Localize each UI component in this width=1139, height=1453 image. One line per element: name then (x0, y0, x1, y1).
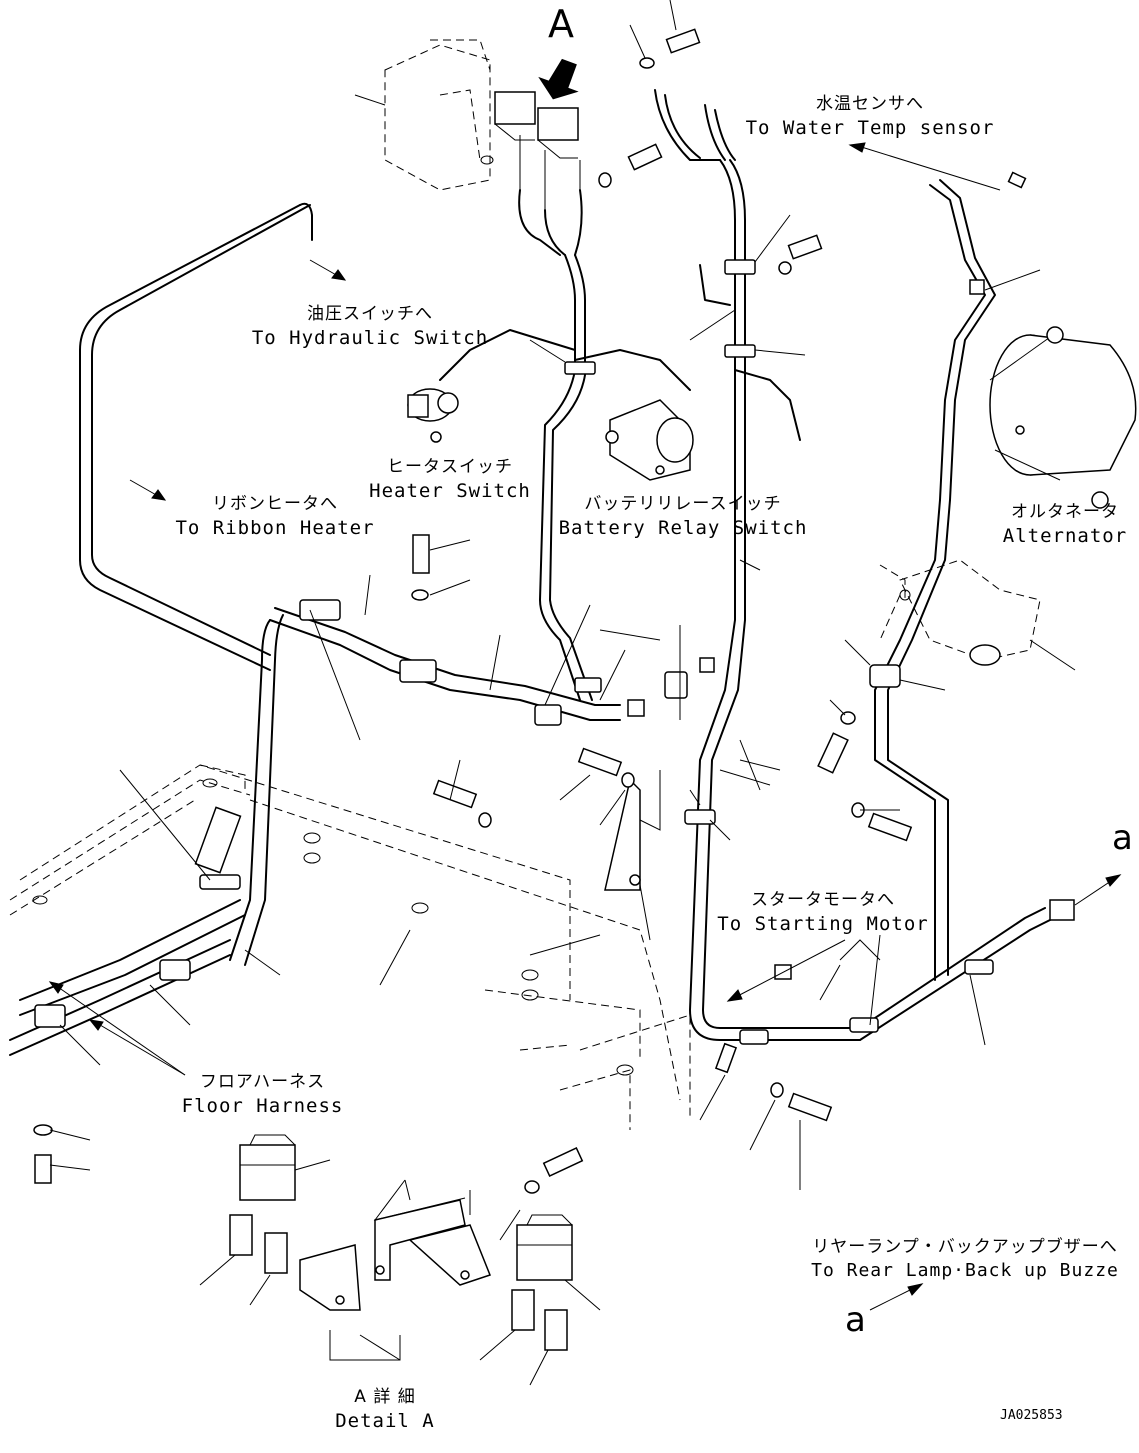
support-bracket (604, 770, 661, 891)
label-hydraulic-switch: 油圧スイッチへ To Hydraulic Switch (240, 302, 500, 350)
direction-arrows (48, 142, 1122, 1311)
label-ribbon-heater: リボンヒータへ To Ribbon Heater (160, 492, 390, 540)
ref-mark-a-right: a (1112, 818, 1133, 858)
label-detail-jp: A 詳 細 (354, 1387, 416, 1407)
label-battery-relay-switch: バッテリリレースイッチ Battery Relay Switch (548, 492, 818, 540)
bolt-top (629, 0, 701, 69)
alternator (989, 326, 1137, 509)
label-detail-a: A 詳 細 Detail A (320, 1385, 450, 1433)
hydraulic-switch-block (354, 39, 494, 191)
label-detail-en: Detail A (335, 1410, 435, 1432)
label-heater-switch-jp: ヒータスイッチ (387, 457, 513, 477)
label-rear-lamp-jp: リヤーランプ・バックアップブザーへ (812, 1237, 1118, 1257)
label-heater-switch-en: Heater Switch (369, 480, 531, 502)
label-floor-harness-en: Floor Harness (181, 1095, 344, 1117)
label-starting-motor-en: To Starting Motor (717, 913, 929, 935)
leader-lines (49, 214, 1041, 1386)
label-battery-relay-en: Battery Relay Switch (558, 517, 808, 539)
label-ribbon-heater-en: To Ribbon Heater (175, 517, 375, 539)
label-alternator-en: Alternator (1002, 525, 1128, 547)
elbow-pipe (879, 559, 1076, 671)
label-floor-harness-jp: フロアハーネス (199, 1072, 326, 1092)
label-alternator: オルタネータ Alternator (995, 500, 1135, 548)
label-hydraulic-jp: 油圧スイッチへ (307, 304, 433, 324)
drawing-code: JA025853 (1000, 1408, 1063, 1423)
label-water-temp-sensor: 水温センサへ To Water Temp sensor (740, 92, 1000, 140)
machine-frame (9, 764, 691, 1130)
heater-switch (407, 388, 459, 443)
label-starting-motor: スタータモータへ To Starting Motor (708, 888, 938, 936)
bolts-and-washers (33, 143, 913, 1194)
ref-mark-a-bottom: a (845, 1300, 866, 1340)
detail-a-parts (229, 1134, 573, 1351)
label-water-temp-jp: 水温センサへ (816, 94, 924, 114)
label-water-temp-en: To Water Temp sensor (745, 117, 995, 139)
label-heater-switch: ヒータスイッチ Heater Switch (360, 455, 540, 503)
label-battery-relay-jp: バッテリリレースイッチ (584, 494, 782, 514)
label-floor-harness: フロアハーネス Floor Harness (170, 1070, 355, 1118)
label-rear-lamp: リヤーランプ・バックアップブザーへ To Rear Lamp·Back up B… (795, 1235, 1135, 1283)
label-alternator-jp: オルタネータ (1011, 502, 1119, 522)
relay-group-a (494, 58, 581, 210)
battery-relay-switch (605, 399, 694, 481)
connectors (194, 171, 1075, 980)
view-marker-a: A (548, 2, 574, 46)
harness-clamps (34, 259, 994, 1045)
label-rear-lamp-en: To Rear Lamp·Back up Buzze (811, 1260, 1119, 1281)
label-starting-motor-jp: スタータモータへ (751, 890, 895, 910)
label-ribbon-heater-jp: リボンヒータへ (212, 494, 338, 514)
label-hydraulic-en: To Hydraulic Switch (251, 327, 489, 349)
